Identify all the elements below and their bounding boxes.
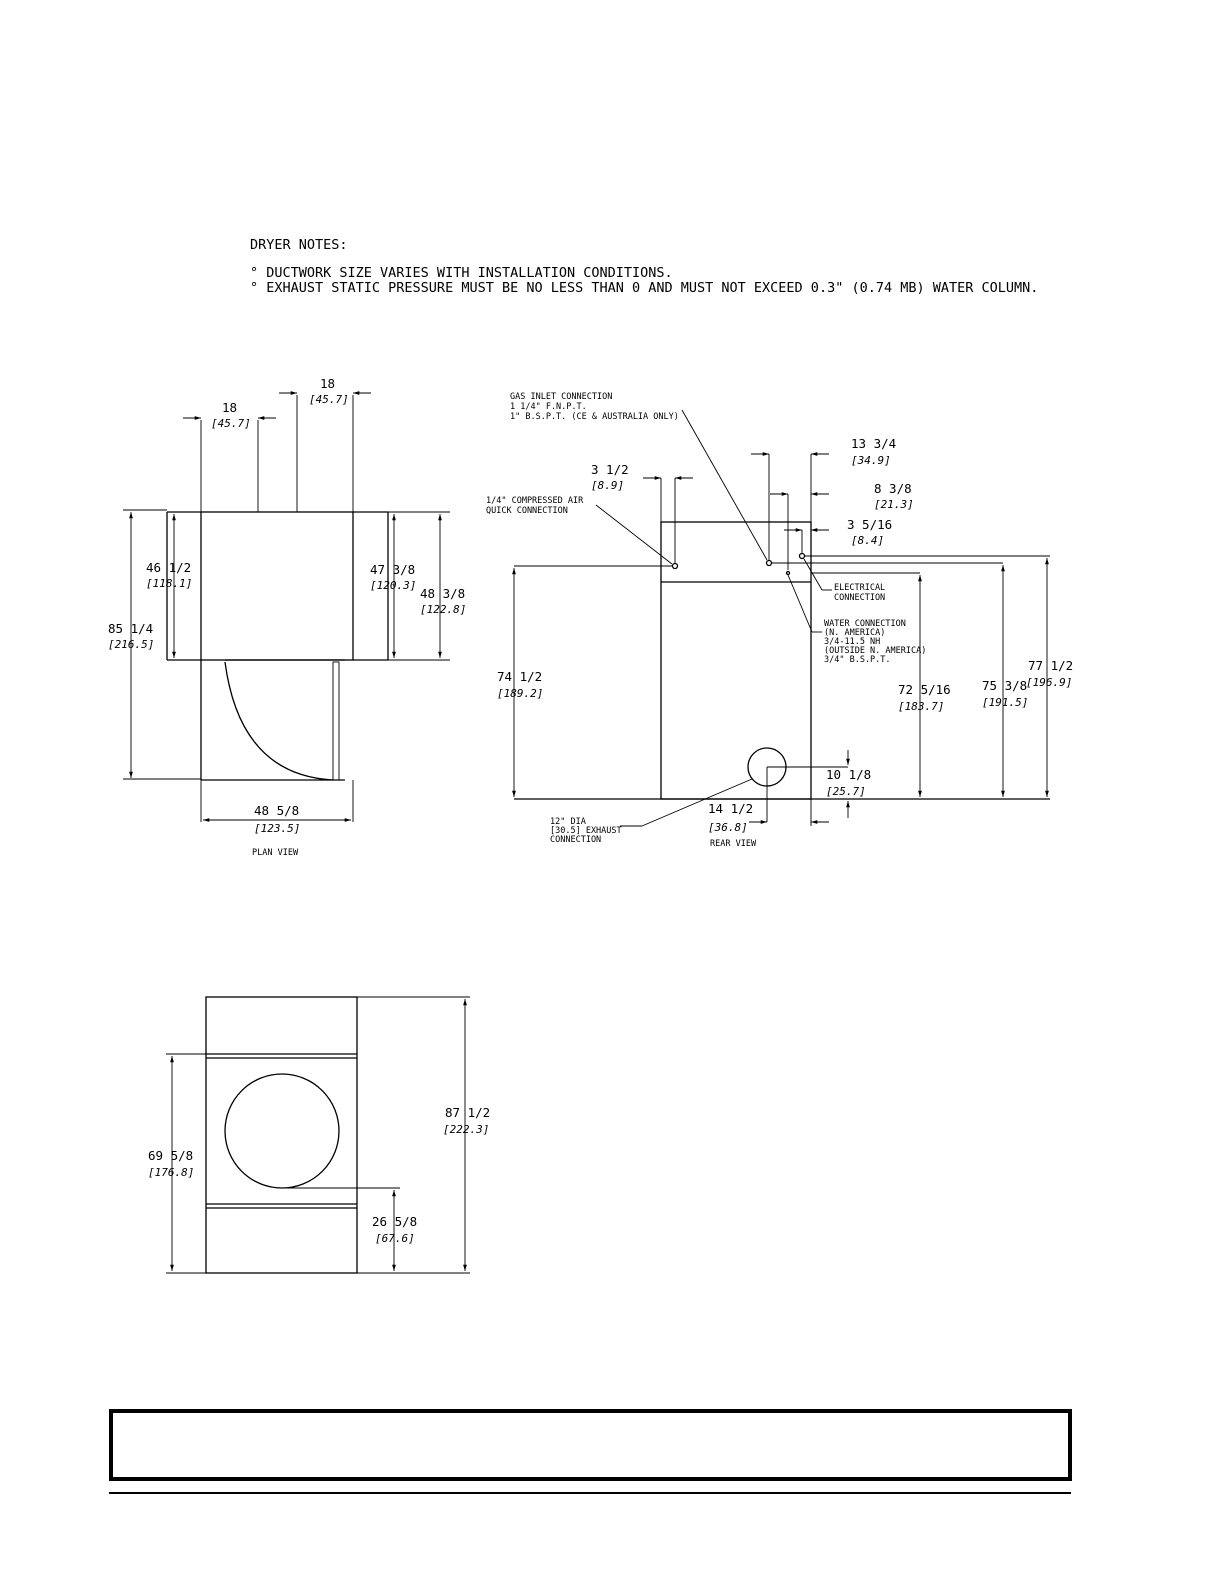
footer-box: [109, 1409, 1072, 1481]
door-window: [224, 1073, 340, 1189]
dim-value: 77 1/2: [1028, 658, 1073, 673]
dim-value: 14 1/2: [708, 801, 753, 816]
note-item: ° EXHAUST STATIC PRESSURE MUST BE NO LES…: [250, 280, 1038, 296]
dim-mm: [8.4]: [851, 534, 884, 547]
dim-mm: [45.7]: [211, 417, 251, 430]
dim-mm: [216.5]: [108, 638, 154, 651]
gas-label-line: GAS INLET CONNECTION: [510, 392, 612, 402]
dim-value: 72 5/16: [898, 682, 951, 697]
dim-value: 13 3/4: [851, 436, 896, 451]
dim-value: 3 1/2: [591, 462, 629, 477]
exhaust-label-line: CONNECTION: [550, 835, 601, 845]
gas-label-line: 1" B.S.P.T. (CE & AUSTRALIA ONLY): [510, 412, 679, 422]
footer-rule: [109, 1492, 1071, 1494]
air-connection-point: [671, 562, 679, 570]
notes-heading: DRYER NOTES:: [250, 237, 348, 253]
dim-value: 46 1/2: [146, 560, 191, 575]
dim-value: 18: [320, 376, 335, 391]
water-label-line: 3/4-11.5 NH: [824, 637, 880, 647]
plan-body-outline: [200, 511, 354, 661]
dim-mm: [189.2]: [497, 687, 543, 700]
rear-body-outline: [660, 521, 812, 800]
dim-mm: [25.7]: [826, 785, 866, 798]
dim-value: 48 5/8: [254, 803, 299, 818]
electrical-connection-point: [798, 552, 806, 560]
dim-value: 18: [222, 400, 237, 415]
note-item: ° DUCTWORK SIZE VARIES WITH INSTALLATION…: [250, 265, 673, 281]
dim-mm: [183.7]: [898, 700, 944, 713]
exhaust-label-line: 12" DIA: [550, 817, 586, 827]
electrical-label-line: CONNECTION: [834, 593, 885, 603]
dim-value: 10 1/8: [826, 767, 871, 782]
dim-mm: [122.8]: [420, 603, 466, 616]
dim-mm: [176.8]: [148, 1166, 194, 1179]
dim-value: 75 3/8: [982, 678, 1027, 693]
dim-mm: [196.9]: [1026, 676, 1072, 689]
water-label-line: WATER CONNECTION: [824, 619, 906, 629]
dim-mm: [21.3]: [874, 498, 914, 511]
front-view: 69 5/8 [176.8] 87 1/2 [222.3] 26 5/8 [67…: [148, 996, 490, 1274]
water-label-line: (OUTSIDE N. AMERICA): [824, 646, 926, 656]
dim-mm: [118.1]: [146, 577, 192, 590]
front-body-outline: [205, 996, 358, 1274]
dim-mm: [8.9]: [591, 479, 624, 492]
dim-value: 85 1/4: [108, 621, 153, 636]
dim-value: 3 5/16: [847, 517, 892, 532]
air-label-line: QUICK CONNECTION: [486, 506, 568, 516]
air-label-line: 1/4" COMPRESSED AIR: [486, 496, 584, 506]
dryer-notes: DRYER NOTES: ° DUCTWORK SIZE VARIES WITH…: [250, 237, 1038, 296]
dim-value: 26 5/8: [372, 1214, 417, 1229]
gas-label-line: 1 1/4" F.N.P.T.: [510, 402, 587, 412]
plan-view-caption: PLAN VIEW: [252, 848, 299, 858]
water-label-line: (N. AMERICA): [824, 628, 885, 638]
plan-view: 18 [45.7] 18 [45.7] 46 1/2 [118.1] 85 1/…: [108, 376, 466, 858]
dim-mm: [222.3]: [443, 1123, 489, 1136]
rear-view-caption: REAR VIEW: [710, 839, 757, 849]
dim-value: 48 3/8: [420, 586, 465, 601]
dim-mm: [45.7]: [309, 393, 349, 406]
dim-value: 69 5/8: [148, 1148, 193, 1163]
gas-connection-point: [765, 559, 773, 567]
dim-mm: [67.6]: [375, 1232, 415, 1245]
dim-mm: [191.5]: [982, 696, 1028, 709]
dim-value: 47 3/8: [370, 562, 415, 577]
dim-mm: [34.9]: [851, 454, 891, 467]
dim-value: 8 3/8: [874, 481, 912, 496]
exhaust-label-line: [30.5] EXHAUST: [550, 826, 622, 836]
dim-mm: [36.8]: [708, 821, 748, 834]
dim-value: 87 1/2: [445, 1105, 490, 1120]
door-swing-arc: [224, 661, 334, 781]
water-label-line: 3/4" B.S.P.T.: [824, 655, 891, 665]
dim-mm: [120.3]: [370, 579, 416, 592]
rear-view: GAS INLET CONNECTION 1 1/4" F.N.P.T. 1" …: [486, 392, 1073, 849]
dim-value: 74 1/2: [497, 669, 542, 684]
electrical-label-line: ELECTRICAL: [834, 583, 885, 593]
dim-mm: [123.5]: [254, 822, 300, 835]
